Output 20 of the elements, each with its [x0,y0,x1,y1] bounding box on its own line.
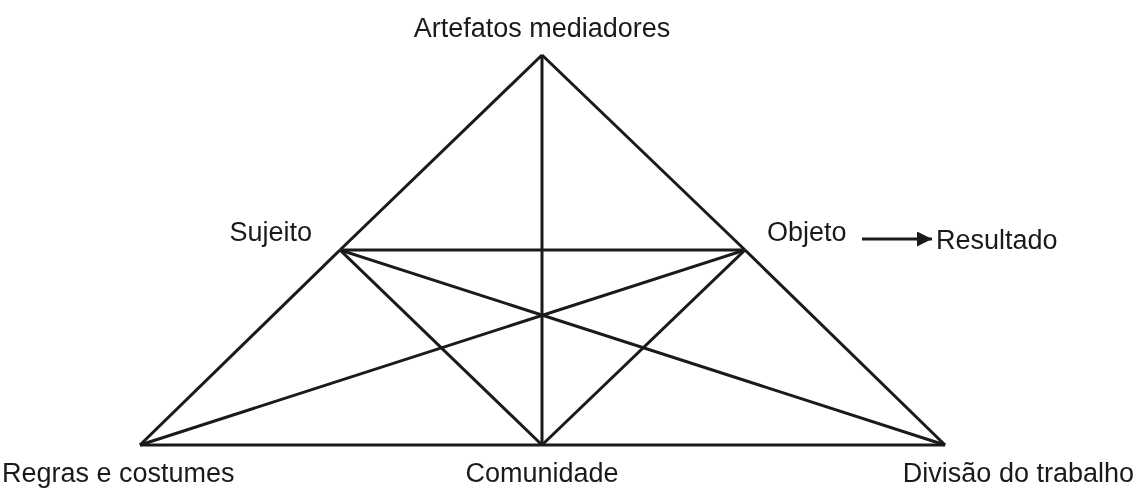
connector-line [540,53,747,252]
vertex-label: Sujeito [229,216,312,248]
vertex-label: Objeto [767,216,847,248]
vertex-label: Divisão do trabalho [902,457,1134,489]
vertex-label: Comunidade [464,457,620,489]
connector-line [139,248,746,447]
connector-line [140,443,542,447]
connector-line [540,248,747,447]
connector-line [542,443,945,447]
connector-line [138,248,342,447]
connector-line [339,248,946,447]
connector-line [338,53,544,252]
vertex-label: Regras e costumes [2,457,235,489]
connector-line [340,248,745,252]
vertex-label: Artefatos mediadores [412,12,672,44]
connector-line [540,55,544,445]
connector-line [743,248,947,447]
arrow [862,231,932,247]
connector-line [338,248,544,447]
vertex-label: Resultado [936,224,1058,256]
